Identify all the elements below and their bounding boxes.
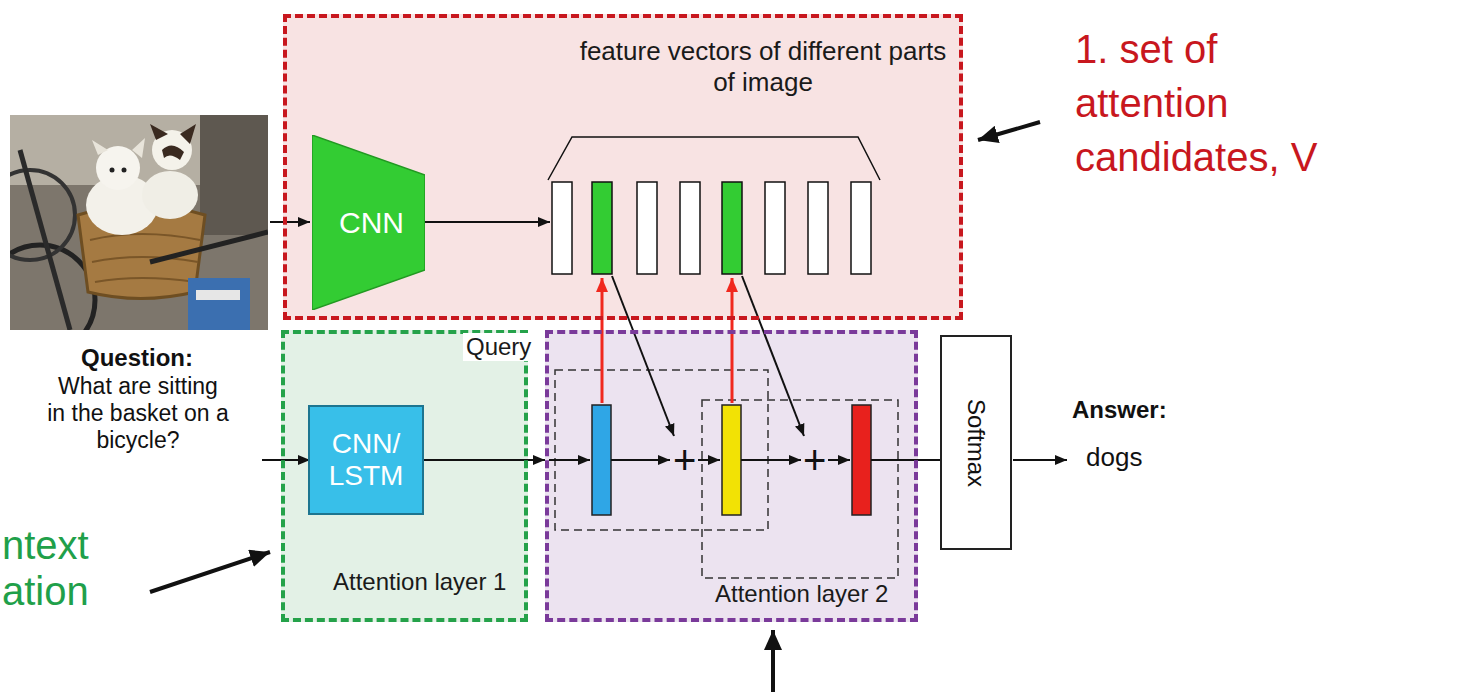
photo-ground bbox=[10, 115, 268, 330]
dog-patch bbox=[162, 145, 184, 160]
feature-vector bbox=[637, 182, 657, 274]
flow-arrow bbox=[741, 459, 801, 461]
feature-vector bbox=[680, 182, 700, 274]
question-encoder: CNN/ LSTM bbox=[308, 405, 424, 515]
label-holder: dogs bbox=[1086, 442, 1142, 473]
label-holder: Question: bbox=[17, 344, 257, 372]
final-query-vector bbox=[852, 405, 871, 515]
answer-heading: Answer: bbox=[1072, 396, 1167, 424]
encoder-name: CNN/ LSTM bbox=[316, 428, 416, 492]
flow-arrow bbox=[698, 459, 720, 461]
green-region-fill bbox=[281, 330, 528, 622]
flow-arrow bbox=[549, 459, 590, 461]
dog-ears bbox=[150, 124, 196, 144]
softmax-box: Softmax bbox=[940, 335, 1012, 550]
cnn-encoder: CNN bbox=[312, 135, 425, 310]
label-holder: 1. set of attention candidates, V bbox=[1075, 22, 1355, 184]
query-label: Query bbox=[463, 333, 534, 361]
text-holder: Attention layer 2 bbox=[715, 580, 888, 608]
feature-vector-attended bbox=[592, 182, 612, 274]
query-arrow bbox=[731, 278, 734, 403]
label-holder: ntext bbox=[2, 522, 89, 568]
bike-wheel bbox=[10, 170, 75, 260]
attended-feature-arrow bbox=[612, 276, 674, 436]
label-holder: Query bbox=[463, 333, 534, 361]
basket-weave bbox=[90, 234, 200, 282]
label-holder: + bbox=[673, 436, 696, 484]
label-holder: ation bbox=[2, 568, 89, 614]
photo bbox=[10, 115, 268, 330]
box-heading: feature vectors of different parts of im… bbox=[578, 36, 948, 98]
image-arrow bbox=[270, 221, 310, 223]
attended-feature-arrow bbox=[742, 276, 804, 436]
layer-caption: Attention layer 2 bbox=[715, 580, 888, 608]
feature-vector bbox=[808, 182, 828, 274]
feature-vector-attended bbox=[722, 182, 742, 274]
context-box: Attention layer 1 CNN/ LSTM bbox=[281, 330, 528, 622]
refined-query-vector bbox=[722, 405, 741, 515]
label-holder: What are sitting in the basket on a bicy… bbox=[47, 373, 229, 454]
bag-print bbox=[196, 290, 240, 300]
callout-text: ation bbox=[2, 568, 89, 614]
query-vector bbox=[592, 405, 611, 515]
feature-bracket bbox=[548, 137, 880, 180]
feature-vector bbox=[552, 182, 572, 274]
flow-arrow bbox=[611, 459, 670, 461]
dog-ears bbox=[92, 138, 145, 158]
question-heading: Question: bbox=[17, 344, 257, 372]
attention-candidates-box: feature vectors of different parts of im… bbox=[283, 14, 963, 320]
red-region-fill bbox=[283, 14, 963, 320]
attention-layers-box: Attention layer 2 bbox=[545, 330, 918, 622]
query-arrow bbox=[601, 278, 604, 403]
question-text: What are sitting in the basket on a bicy… bbox=[47, 373, 229, 454]
feature-arrow bbox=[425, 221, 550, 223]
text-holder: feature vectors of different parts of im… bbox=[578, 36, 948, 98]
softmax-name: Softmax bbox=[962, 398, 990, 486]
flow-arrow bbox=[828, 459, 850, 461]
question-arrow bbox=[262, 459, 310, 461]
dog-body bbox=[142, 171, 198, 219]
dog-eye bbox=[110, 168, 115, 173]
flow-connector bbox=[918, 459, 940, 461]
label-holder: Answer: bbox=[1072, 396, 1167, 424]
sum-sign: + bbox=[803, 436, 826, 484]
sum-sign: + bbox=[673, 436, 696, 484]
leader-arrow bbox=[978, 122, 1040, 140]
bike-frame bbox=[20, 150, 70, 330]
callout-text: 1. set of attention candidates, V bbox=[1075, 22, 1355, 184]
feature-vector bbox=[765, 182, 785, 274]
blue-bag bbox=[188, 278, 250, 330]
layer-caption: Attention layer 1 bbox=[333, 568, 506, 596]
leader-arrow bbox=[150, 552, 270, 592]
leader-arrow bbox=[771, 630, 775, 692]
answer-arrow bbox=[1013, 459, 1067, 461]
dog-eye bbox=[122, 168, 127, 173]
text-holder: Attention layer 1 bbox=[333, 568, 506, 596]
flow-line bbox=[871, 459, 918, 461]
handlebar bbox=[150, 232, 268, 262]
photo-door bbox=[200, 115, 268, 235]
label-holder: + bbox=[803, 436, 826, 484]
encoder-name: CNN bbox=[333, 206, 404, 240]
trapezoid-fill bbox=[312, 135, 425, 310]
feature-vector bbox=[851, 182, 871, 274]
answer-text: dogs bbox=[1086, 442, 1142, 473]
layer-1-outline bbox=[555, 370, 768, 530]
callout-text: ntext bbox=[2, 522, 89, 568]
